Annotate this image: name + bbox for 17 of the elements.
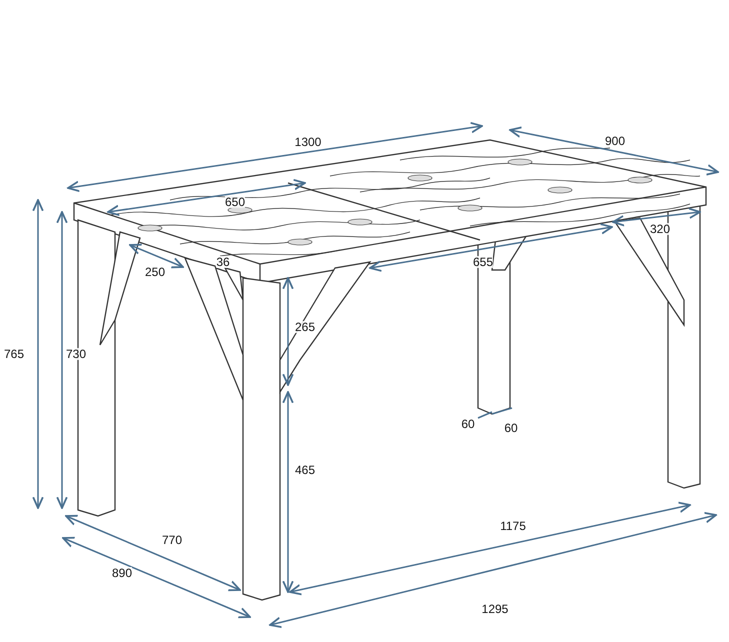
dimension-label: 765 (4, 348, 24, 360)
dimension-label: 900 (604, 135, 626, 147)
dimension-label: 655 (472, 256, 494, 268)
dimension-label: 650 (224, 196, 246, 208)
dimension-label: 1175 (500, 520, 526, 532)
dimension-label: 465 (294, 464, 316, 476)
dimension-label: 36 (216, 256, 230, 268)
dimension-label: 320 (650, 223, 670, 235)
dimension-label: 265 (294, 321, 316, 333)
dimension-label: 890 (112, 567, 132, 579)
dimension-label: 250 (144, 266, 166, 278)
dimension-label: 1300 (294, 136, 322, 148)
dimension-label: 730 (66, 348, 86, 360)
dimension-label: 60 (461, 418, 475, 430)
dimension-label: 60 (504, 422, 518, 434)
dimension-label: 1295 (482, 603, 508, 615)
dimension-label: 770 (162, 534, 182, 546)
